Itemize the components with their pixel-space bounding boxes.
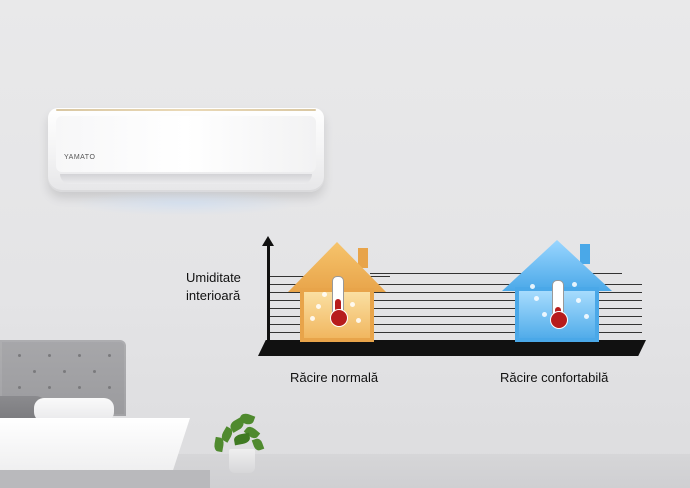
normal-cooling-house-icon — [288, 242, 386, 342]
y-axis — [267, 244, 270, 356]
y-axis-arrow — [262, 236, 274, 246]
normal-cooling-label: Răcire normală — [290, 370, 379, 385]
air-conditioner-unit: YAMATO — [48, 108, 324, 192]
ac-brand-logo: YAMATO — [64, 154, 96, 161]
plant-pot — [229, 449, 255, 473]
ac-front-panel — [56, 116, 316, 172]
ac-airflow-glow — [70, 190, 300, 216]
comfort-cooling-label: Răcire confortabilă — [500, 370, 609, 385]
baseline-bar — [258, 340, 646, 356]
comfort-cooling-house-icon — [502, 240, 612, 342]
axis-label-line2: interioară — [186, 288, 241, 303]
ac-trim — [56, 109, 316, 111]
bed-base — [0, 470, 210, 488]
bed-mattress — [0, 418, 190, 474]
humidity-diagram — [250, 230, 650, 360]
thermometer-icon — [330, 276, 348, 327]
thermometer-icon — [550, 280, 568, 329]
axis-label-line1: Umiditate — [186, 270, 241, 285]
ac-louver — [60, 174, 312, 184]
